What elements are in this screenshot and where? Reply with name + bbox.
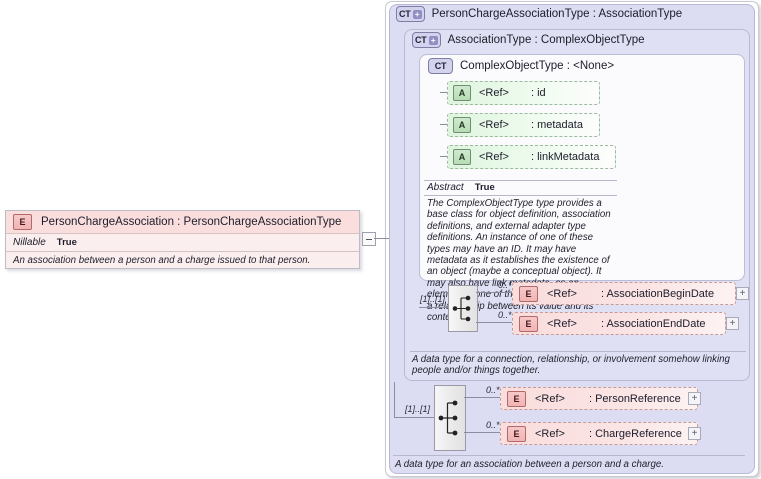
attribute-row-metadata[interactable]: A <Ref> : metadata <box>447 113 600 137</box>
abstract-key: Abstract <box>427 182 464 193</box>
attribute-row-linkmetadata[interactable]: A <Ref> : linkMetadata <box>447 145 616 169</box>
element-row-chargereference[interactable]: E <Ref> : ChargeReference <box>500 422 698 445</box>
element-box-title: PersonChargeAssociation : PersonChargeAs… <box>41 216 342 228</box>
abstract-property: Abstract True <box>424 181 617 195</box>
outer-seq-branch-0 <box>464 397 500 398</box>
nillable-property: Nillable True <box>6 234 359 252</box>
element-tag-icon: E <box>507 390 526 407</box>
attr-connector-1 <box>440 124 448 125</box>
attribute-row-id[interactable]: A <Ref> : id <box>447 81 600 105</box>
element-name-label: : PersonReference <box>588 392 681 405</box>
complextype-header-personchargeassociationtype[interactable]: CT+ PersonChargeAssociationType : Associ… <box>396 6 682 22</box>
abstract-value: True <box>474 182 495 193</box>
plus-box-icon[interactable]: + <box>688 392 701 405</box>
nillable-key: Nillable <box>13 237 46 248</box>
attribute-tag-icon: A <box>453 117 471 133</box>
outer-seq-inlet <box>394 417 434 418</box>
divider <box>424 195 617 196</box>
outer-seq-branch-1 <box>464 432 500 433</box>
element-name-label: : ChargeReference <box>588 427 682 440</box>
attribute-name-label: : id <box>530 87 546 99</box>
element-tag-icon: E <box>13 214 32 230</box>
element-row-associationenddate[interactable]: E <Ref> : AssociationEndDate <box>512 312 726 335</box>
inner-seq-inlet <box>419 307 448 308</box>
element-box-documentation: An association between a person and a ch… <box>13 255 311 266</box>
complextype-title-level2: AssociationType : ComplexObjectType <box>447 34 645 46</box>
abstract-documentation-block: Abstract True The ComplexObjectType type… <box>424 180 617 323</box>
element-ref-label: <Ref> <box>535 427 565 440</box>
complexobjecttype-documentation: The ComplexObjectType type provides a ba… <box>427 198 611 324</box>
attribute-tag-icon: A <box>453 85 471 101</box>
element-ref-label: <Ref> <box>547 317 577 330</box>
divider <box>410 351 746 352</box>
element-row-personreference[interactable]: E <Ref> : PersonReference <box>500 387 698 410</box>
element-ref-label: <Ref> <box>547 287 577 300</box>
element-box-header: E PersonChargeAssociation : PersonCharge… <box>6 211 359 234</box>
occurrence-personreference: 0..* <box>486 385 500 395</box>
attribute-ref-label: <Ref> <box>479 151 509 163</box>
element-ref-label: <Ref> <box>535 392 565 405</box>
nillable-value: True <box>56 237 77 248</box>
plus-box-icon[interactable]: + <box>726 317 739 330</box>
element-tag-icon: E <box>519 315 538 332</box>
divider <box>393 455 745 456</box>
attr-connector-2 <box>440 156 448 157</box>
minus-box-icon[interactable] <box>362 232 376 246</box>
sequence-compositor-icon[interactable] <box>434 385 466 451</box>
complextype-icon[interactable]: CT <box>428 58 453 74</box>
element-box-personchargeassociation[interactable]: E PersonChargeAssociation : PersonCharge… <box>5 210 360 269</box>
personchargeassociationtype-documentation: A data type for an association between a… <box>395 459 664 470</box>
occurrence-associationbegindate: 0..* <box>498 280 512 290</box>
complextype-header-associationtype[interactable]: CT+ AssociationType : ComplexObjectType <box>412 32 644 48</box>
outer-sequence-cardinality: [1]..[1] <box>405 404 431 414</box>
sequence-compositor-icon[interactable] <box>448 285 478 332</box>
attribute-name-label: : metadata <box>530 119 583 131</box>
attr-connector-0 <box>440 92 448 93</box>
element-row-associationbegindate[interactable]: E <Ref> : AssociationBeginDate <box>512 282 736 305</box>
element-name-label: : AssociationEndDate <box>600 317 706 330</box>
complextype-title-level1: PersonChargeAssociationType : Associatio… <box>431 8 683 20</box>
complextype-title-level3: ComplexObjectType : <None> <box>460 60 615 72</box>
complextype-header-complexobjecttype[interactable]: CT ComplexObjectType : <None> <box>428 58 614 74</box>
inner-seq-branch-1 <box>476 322 512 323</box>
associationtype-documentation: A data type for a connection, relationsh… <box>412 354 730 377</box>
complextype-expand-icon[interactable]: CT+ <box>396 6 425 22</box>
element-name-label: : AssociationBeginDate <box>600 287 715 300</box>
element-tag-icon: E <box>519 285 538 302</box>
occurrence-associationenddate: 0..* <box>498 310 512 320</box>
occurrence-chargereference: 0..* <box>486 420 500 430</box>
attribute-tag-icon: A <box>453 149 471 165</box>
attribute-ref-label: <Ref> <box>479 119 509 131</box>
inner-sequence-cardinality: [1]..[1] <box>420 294 446 304</box>
plus-box-icon[interactable]: + <box>688 427 701 440</box>
attribute-ref-label: <Ref> <box>479 87 509 99</box>
divider <box>424 180 617 181</box>
complextype-expand-icon[interactable]: CT+ <box>412 32 441 48</box>
element-tag-icon: E <box>507 425 526 442</box>
plus-box-icon[interactable]: + <box>736 287 749 300</box>
inner-seq-branch-0 <box>476 292 512 293</box>
outer-seq-inlet-vert <box>394 382 395 418</box>
attribute-name-label: : linkMetadata <box>530 151 600 163</box>
left-element-connector <box>374 238 389 239</box>
